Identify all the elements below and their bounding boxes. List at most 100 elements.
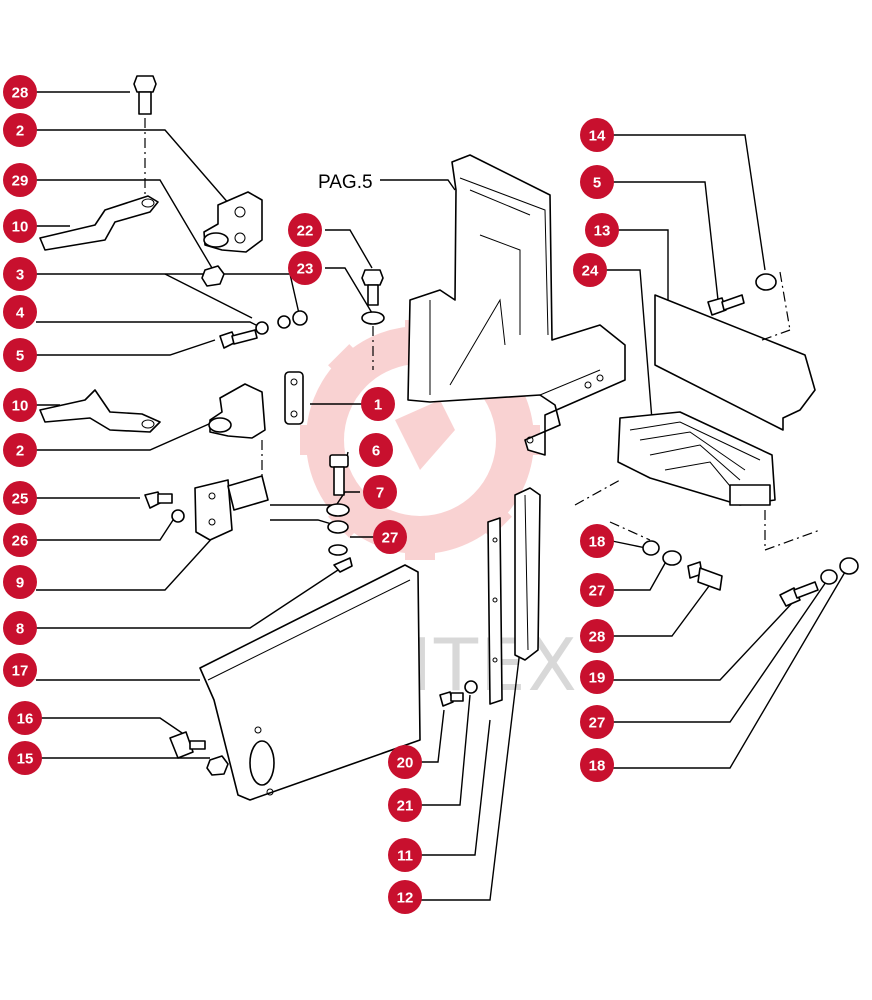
part-grille-24: [574, 411, 821, 551]
part-washer-14: [755, 271, 791, 331]
part-panel-13: [654, 294, 816, 431]
callout-badge: [3, 75, 37, 109]
callout-number: 6: [372, 443, 380, 460]
callout-badge: [288, 213, 322, 247]
callout-7: 7: [363, 475, 397, 509]
callout-badge: [388, 788, 422, 822]
callout-5: 5: [3, 338, 37, 372]
callout-badge: [3, 163, 37, 197]
part-plate-1: [284, 371, 304, 425]
callout-number: 28: [12, 85, 29, 102]
callout-number: 11: [397, 848, 413, 865]
callout-number: 2: [16, 443, 24, 460]
callout-number: 24: [582, 263, 599, 280]
callout-28: 28: [580, 619, 614, 653]
callout-23: 23: [288, 251, 322, 285]
callout-6: 6: [359, 433, 393, 467]
callout-badge: [580, 165, 614, 199]
callout-number: 3: [16, 267, 24, 284]
callout-number: 5: [16, 348, 24, 365]
callout-badge: [373, 520, 407, 554]
callout-number: 18: [589, 534, 606, 551]
callout-27: 27: [580, 573, 614, 607]
callout-28: 28: [3, 75, 37, 109]
leader-lines: [36, 91, 846, 901]
part-bolt-5-left: [219, 329, 258, 349]
callout-badge: [3, 388, 37, 422]
callout-number: 27: [589, 583, 606, 600]
callout-20: 20: [388, 745, 422, 779]
callout-number: 25: [12, 491, 29, 508]
callout-number: 12: [397, 890, 414, 907]
callout-number: 22: [297, 223, 314, 240]
part-washer-26: [171, 509, 185, 523]
part-hardware-18-27-28-right: [609, 521, 723, 591]
reference-label: PAG.5: [318, 172, 373, 193]
part-knob-16: [169, 731, 206, 759]
callout-10: 10: [3, 209, 37, 243]
part-bolt-20: [439, 691, 464, 707]
part-bracket-2-top: [203, 191, 263, 253]
part-bolt-22: [361, 269, 384, 306]
callout-5: 5: [580, 165, 614, 199]
callout-18: 18: [580, 748, 614, 782]
callout-badge: [580, 748, 614, 782]
callout-27: 27: [580, 705, 614, 739]
callout-badge: [580, 619, 614, 653]
callout-number: 2: [16, 123, 24, 140]
callout-badge: [3, 209, 37, 243]
callout-15: 15: [8, 741, 42, 775]
part-hinge-9: [194, 475, 269, 541]
callout-number: 21: [397, 798, 414, 815]
callout-3: 3: [3, 257, 37, 291]
callout-16: 16: [8, 701, 42, 735]
part-washers-3-4: [255, 310, 308, 335]
callout-badge: [3, 653, 37, 687]
callout-badge: [359, 433, 393, 467]
part-arm-10-top: [39, 195, 159, 251]
callout-10: 10: [3, 388, 37, 422]
part-nut-29: [201, 265, 225, 287]
callout-number: 10: [12, 219, 29, 236]
callout-22: 22: [288, 213, 322, 247]
callout-2: 2: [3, 113, 37, 147]
callout-badge: [573, 253, 607, 287]
callout-badge: [3, 481, 37, 515]
callout-badge: [580, 524, 614, 558]
callout-number: 14: [589, 128, 606, 145]
callout-badge: [580, 705, 614, 739]
callout-number: 20: [397, 755, 414, 772]
callout-badge: [361, 387, 395, 421]
callout-number: 17: [12, 663, 29, 680]
callout-badge: [580, 660, 614, 694]
part-cover-plate-17: [199, 564, 421, 801]
callout-29: 29: [3, 163, 37, 197]
callout-18: 18: [580, 524, 614, 558]
part-angle-12: [514, 487, 541, 661]
callout-number: 29: [12, 173, 29, 190]
callout-layer: 2822910345102252698171615222316727202111…: [3, 75, 619, 914]
part-washer-23: [361, 311, 385, 370]
callout-4: 4: [3, 295, 37, 329]
callout-11: 11: [388, 838, 422, 872]
callout-badge: [3, 113, 37, 147]
callout-25: 25: [3, 481, 37, 515]
callout-number: 8: [16, 621, 24, 638]
part-main-frame: [407, 154, 626, 456]
callout-1: 1: [361, 387, 395, 421]
callout-24: 24: [573, 253, 607, 287]
callout-badge: [3, 611, 37, 645]
part-bolt-6: [329, 454, 349, 496]
callout-19: 19: [580, 660, 614, 694]
callout-8: 8: [3, 611, 37, 645]
part-arm-10-mid: [39, 389, 161, 433]
callout-badge: [3, 257, 37, 291]
callout-number: 5: [593, 175, 601, 192]
callout-2: 2: [3, 433, 37, 467]
callout-17: 17: [3, 653, 37, 687]
part-bolt-25: [144, 491, 173, 509]
callout-13: 13: [585, 213, 619, 247]
callout-14: 14: [580, 118, 614, 152]
callout-badge: [388, 745, 422, 779]
